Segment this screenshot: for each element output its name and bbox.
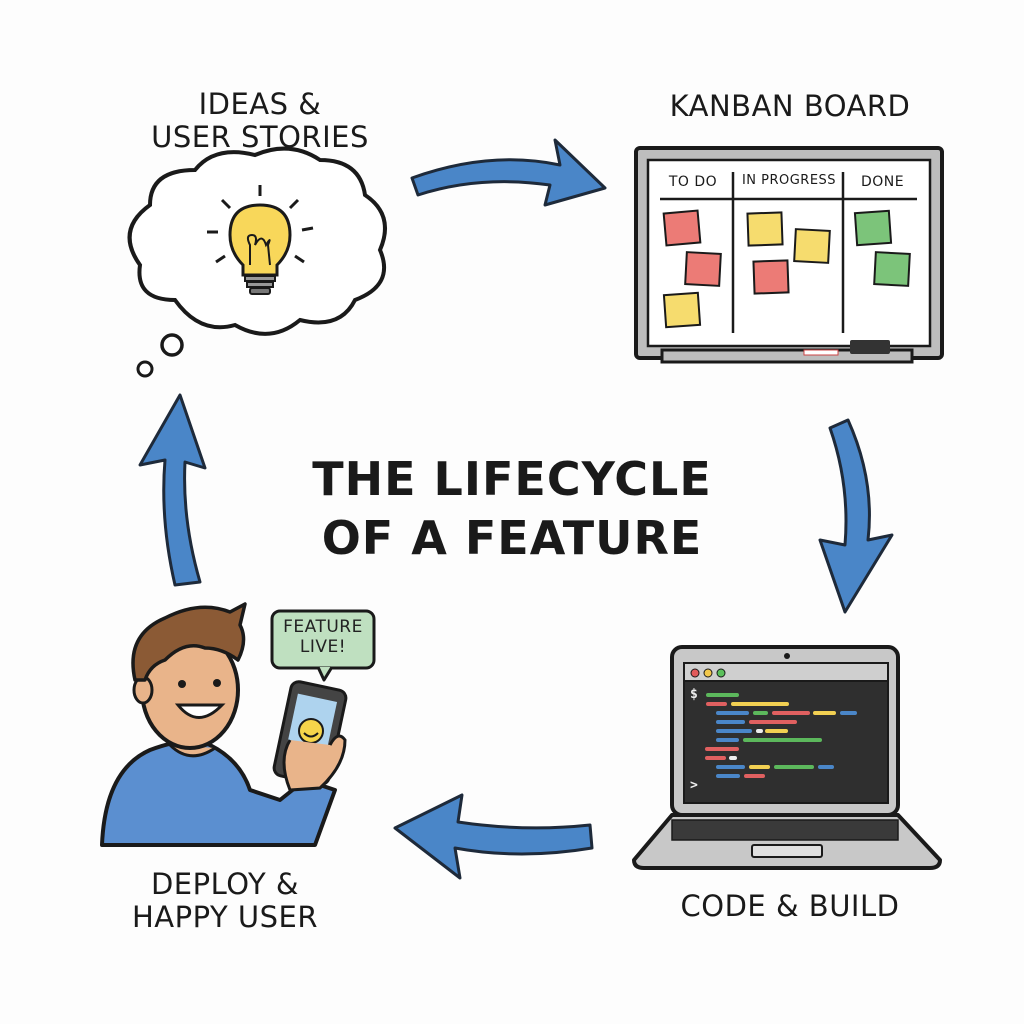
terminal-prompt: $ bbox=[690, 687, 698, 702]
deploy-line1: DEPLOY & bbox=[150, 867, 300, 901]
kanban-column-todo: TO DO bbox=[668, 174, 718, 190]
lightbulb-icon bbox=[207, 185, 314, 295]
arrow-down-icon bbox=[818, 418, 894, 614]
arrow-left-icon bbox=[393, 793, 594, 880]
arrow-up-icon bbox=[138, 393, 207, 587]
stage-label-kanban: KANBAN BOARD bbox=[669, 89, 911, 123]
laptop-icon bbox=[632, 645, 942, 870]
kanban-board-icon bbox=[634, 146, 944, 364]
ideas-line2: USER STORIES bbox=[151, 120, 369, 155]
title-line1: THE LIFECYCLE bbox=[312, 452, 712, 506]
arrow-right-icon bbox=[410, 138, 607, 207]
stage-label-code: CODE & BUILD bbox=[680, 889, 900, 923]
kanban-column-done: DONE bbox=[860, 174, 905, 190]
diagram-title: THE LIFECYCLE OF A FEATURE bbox=[262, 450, 762, 568]
bubble-line1: FEATURE bbox=[283, 617, 363, 637]
deploy-line2: HAPPY USER bbox=[131, 900, 319, 935]
speech-bubble: FEATURE LIVE! bbox=[272, 617, 374, 657]
title-line2: OF A FEATURE bbox=[321, 510, 703, 565]
ideas-line1: IDEAS & bbox=[198, 87, 322, 121]
stage-label-ideas: IDEAS & USER STORIES bbox=[130, 87, 390, 155]
terminal-cursor: > bbox=[690, 778, 698, 793]
kanban-column-in-progress: IN PROGRESS bbox=[741, 173, 837, 188]
bubble-line2: LIVE! bbox=[299, 636, 347, 657]
happy-user-icon bbox=[100, 602, 376, 847]
stage-label-deploy: DEPLOY & HAPPY USER bbox=[100, 867, 350, 935]
